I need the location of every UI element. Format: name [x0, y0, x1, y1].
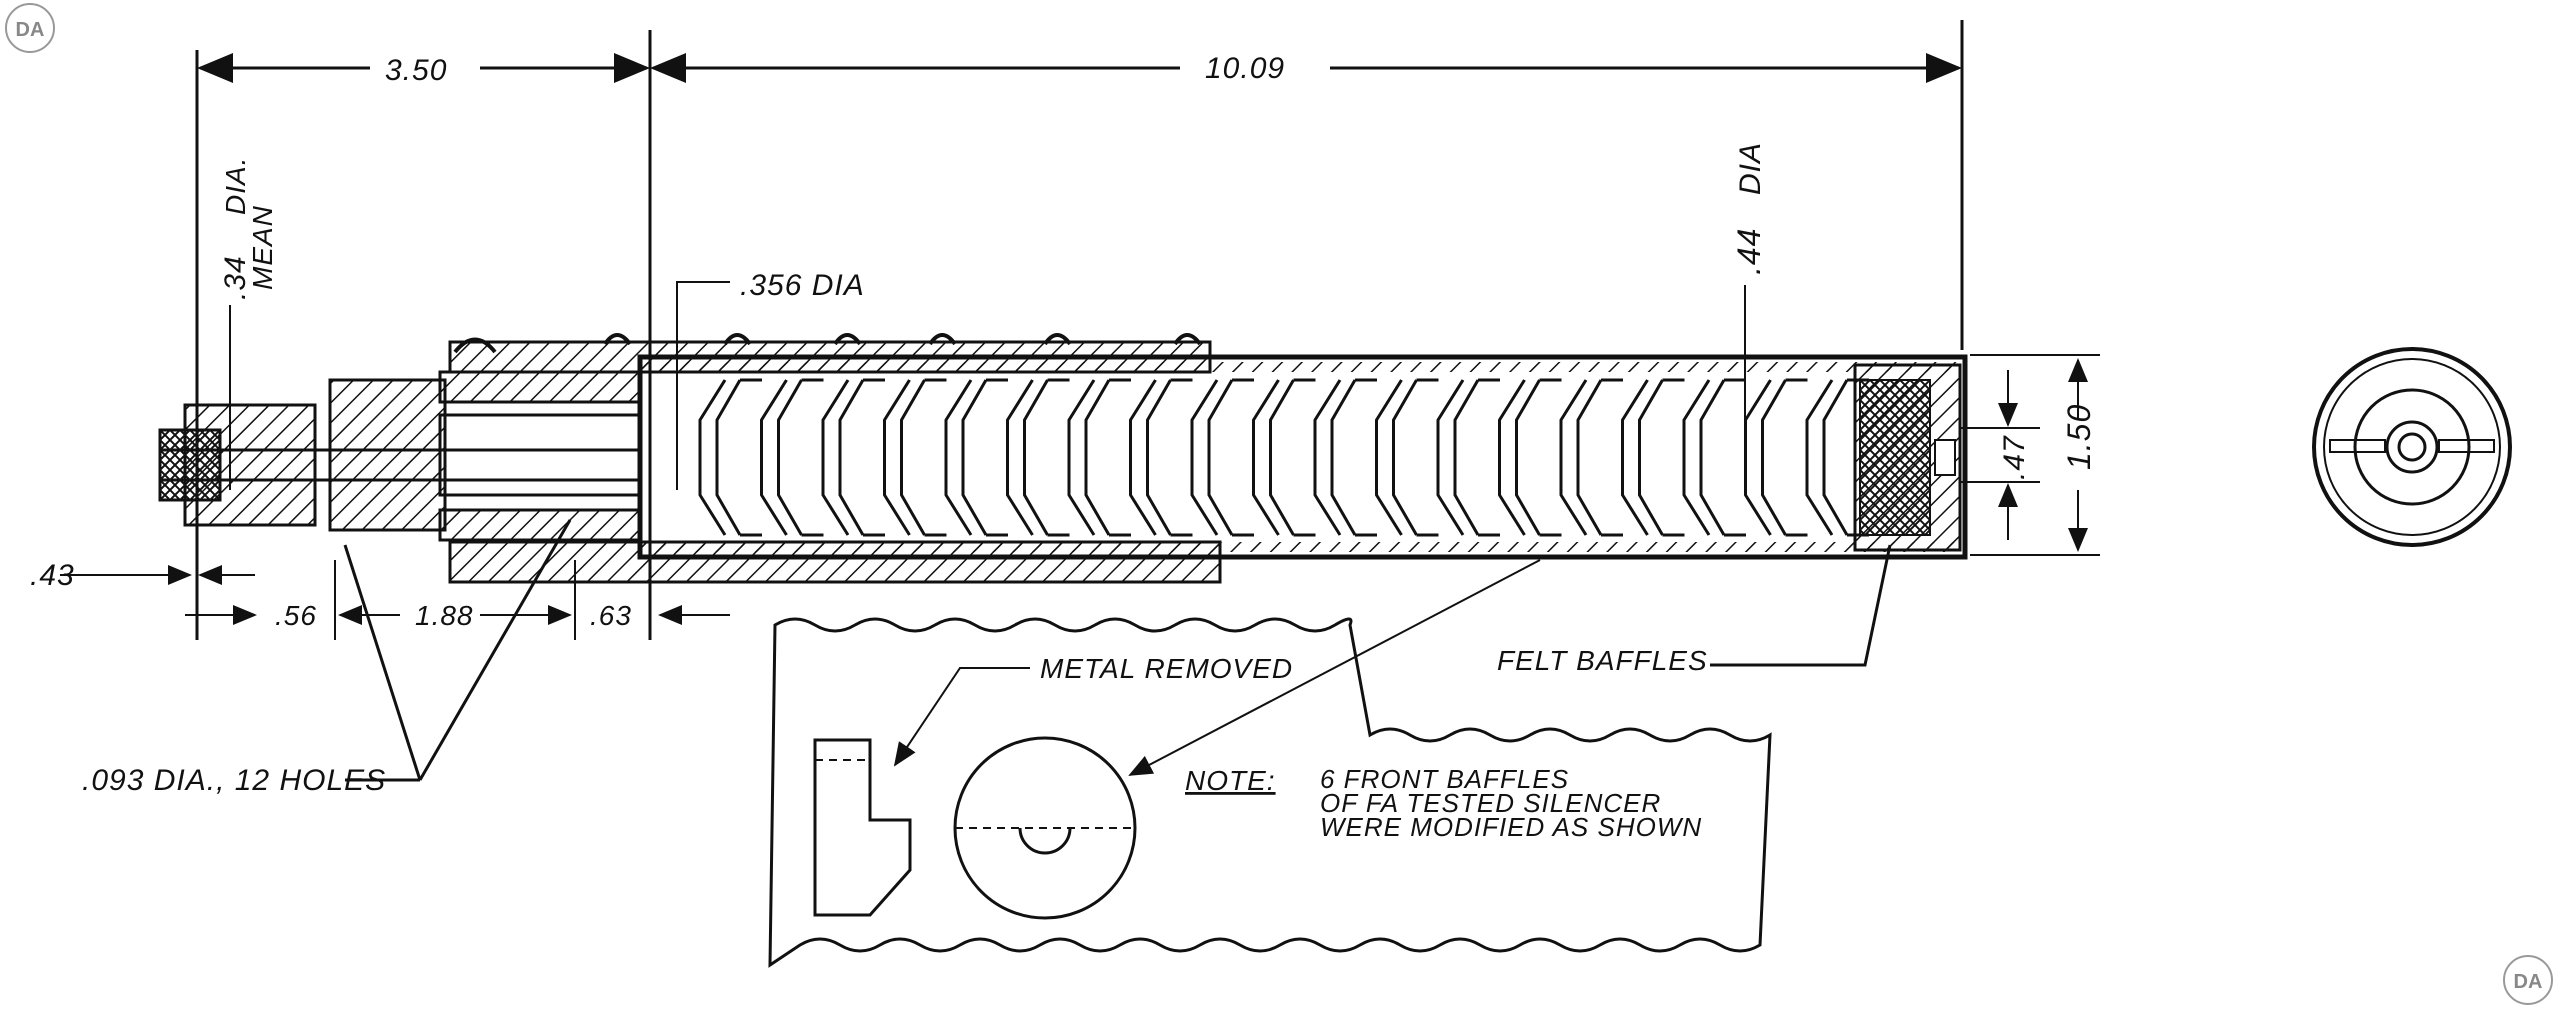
right-dimension-lines [1960, 354, 2100, 556]
baffle [1744, 378, 1808, 537]
baffle [760, 378, 824, 537]
dim-baffle-dia-unit: DIA [1734, 142, 1767, 195]
callout-holes: .093 DIA., 12 HOLES [82, 764, 386, 797]
baffle [1067, 378, 1131, 537]
note-box-border [768, 617, 1772, 968]
baffle [1621, 378, 1685, 537]
dim-seg-b: 1.88 [415, 600, 474, 631]
baffle [944, 378, 1008, 537]
dim-length-total: 10.09 [1205, 52, 1285, 85]
top-dimension-lines [195, 20, 1964, 640]
baffle [821, 378, 885, 537]
dim-left-offset: .43 [30, 559, 75, 592]
svg-text:DA: DA [16, 19, 45, 41]
dim-seg-c: .63 [590, 600, 632, 631]
dim-muzzle-dia: .47 [1998, 435, 2031, 480]
baffle-stack [698, 378, 1869, 537]
baffle [1129, 378, 1193, 537]
watermark-bottom-right: DA [2503, 955, 2553, 1005]
note-line-3: WERE MODIFIED AS SHOWN [1320, 812, 1702, 842]
note-label: NOTE: [1185, 765, 1276, 796]
baffle [1190, 378, 1254, 537]
sleeve-coils [453, 333, 1202, 354]
watermark-top-left: DA [5, 3, 55, 53]
baffle [883, 378, 947, 537]
callout-felt-baffles: FELT BAFFLES [1497, 645, 1708, 676]
modified-baffle-front-view [953, 736, 1137, 920]
dim-rear-dia-note: MEAN [247, 205, 278, 290]
svg-text:DA: DA [2514, 971, 2543, 993]
callout-metal-removed: METAL REMOVED [1040, 653, 1293, 684]
dim-bore-dia: .356 DIA [740, 269, 865, 302]
baffle [1252, 378, 1316, 537]
dim-seg-a: .56 [275, 600, 317, 631]
note-line-2: OF FA TESTED SILENCER [1320, 788, 1661, 818]
baffle [1498, 378, 1562, 537]
dim-outer-dia: 1.50 [2061, 404, 2097, 470]
dim-rear-dia-value: .34 [219, 255, 252, 300]
dim-rear-dia-unit: DIA. [220, 157, 251, 215]
baffle [1375, 378, 1439, 537]
silencer-body [158, 333, 1968, 584]
dim-length-rear: 3.50 [385, 54, 447, 87]
baffle [1313, 378, 1377, 537]
baffle [1006, 378, 1070, 537]
baffle [1559, 378, 1623, 537]
modified-baffle-side-view [813, 738, 912, 917]
baffle [698, 378, 762, 537]
note-line-1: 6 FRONT BAFFLES [1320, 764, 1569, 794]
baffle [1682, 378, 1746, 537]
end-view [2312, 347, 2512, 547]
baffle [1805, 378, 1869, 537]
dim-baffle-dia-value: .44 [1731, 228, 1767, 275]
baffle [1436, 378, 1500, 537]
lower-dimension-lines [60, 560, 730, 640]
